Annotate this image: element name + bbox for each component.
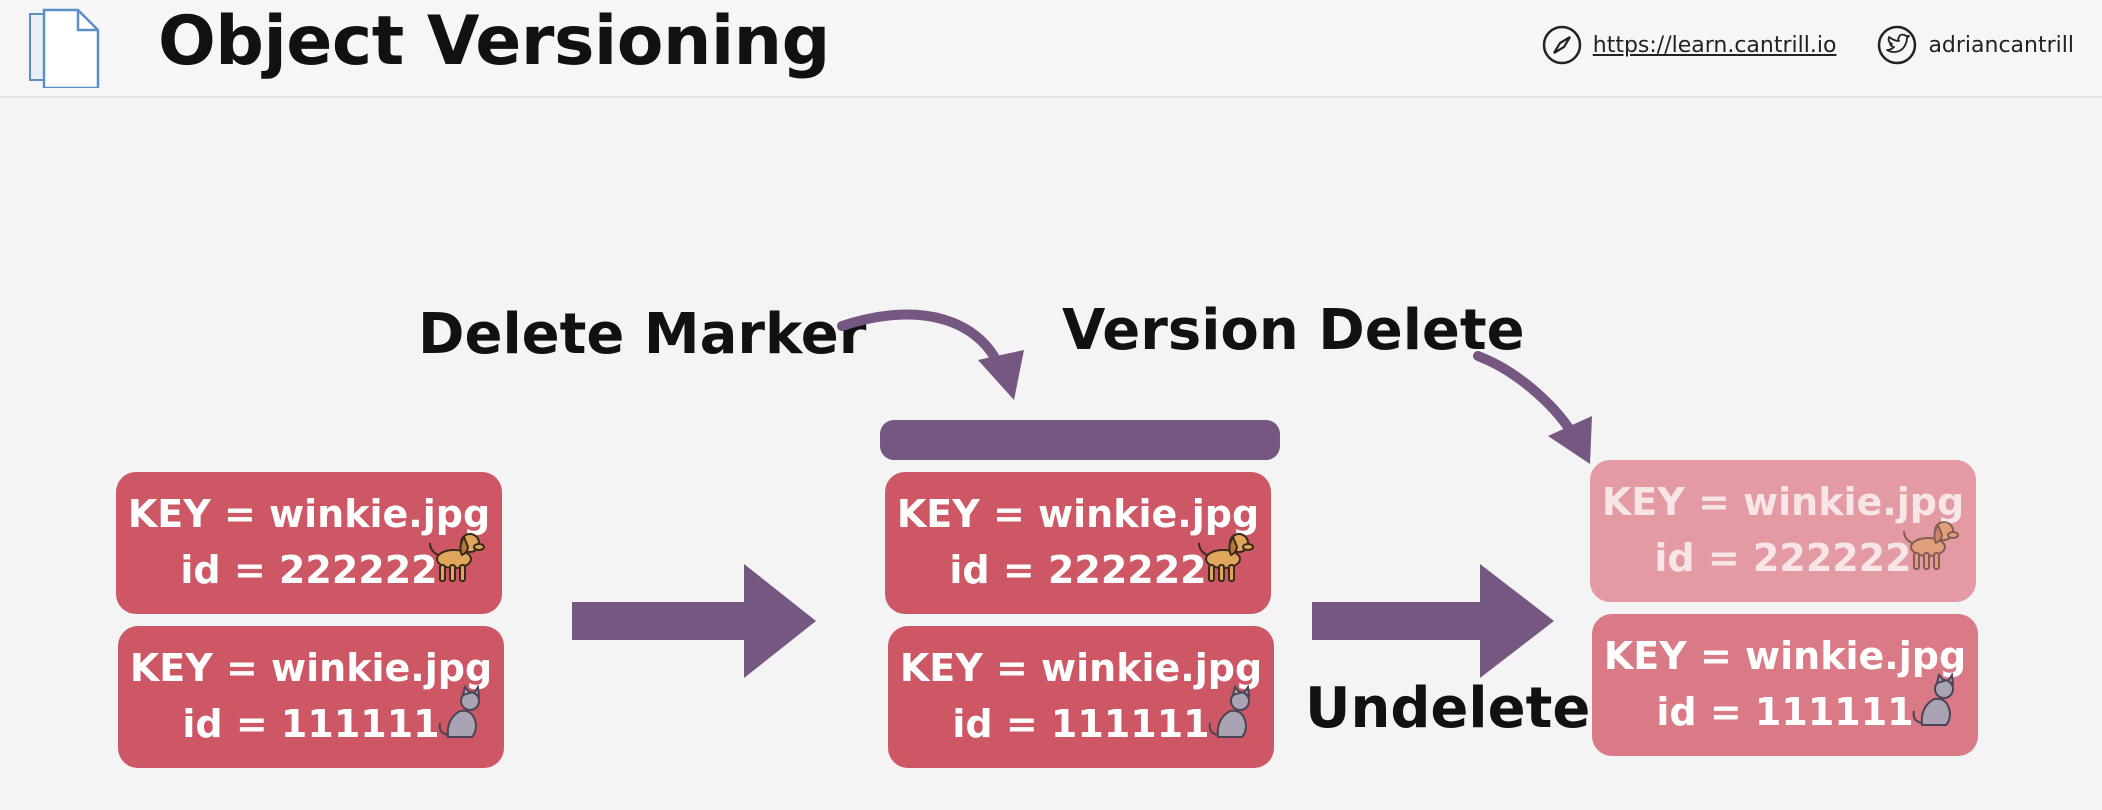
object-id: id = 111111 bbox=[952, 702, 1210, 746]
delete-marker-curve-arrow bbox=[837, 309, 1024, 400]
document-stack-icon bbox=[26, 8, 106, 92]
header-bar: Object Versioning https://learn.cantrill… bbox=[0, 0, 2102, 98]
dog-icon bbox=[1193, 525, 1257, 602]
compass-icon bbox=[1541, 24, 1583, 66]
version-delete-label: Version Delete bbox=[1062, 298, 1525, 363]
object-id: id = 222222 bbox=[1654, 536, 1912, 580]
object-version-111111: KEY = winkie.jpg id = 111111 bbox=[1592, 614, 1978, 756]
twitter-handle: adriancantrill bbox=[1928, 32, 2074, 58]
object-version-222222: KEY = winkie.jpg id = 222222 bbox=[885, 472, 1271, 614]
website-link[interactable]: https://learn.cantrill.io bbox=[1592, 32, 1837, 58]
undelete-label: Undelete bbox=[1305, 676, 1591, 741]
object-key: KEY = winkie.jpg bbox=[896, 492, 1260, 536]
dog-icon bbox=[424, 525, 488, 602]
dog-icon bbox=[1898, 513, 1962, 590]
object-version-222222: KEY = winkie.jpg id = 222222 bbox=[116, 472, 502, 614]
object-version-111111: KEY = winkie.jpg id = 111111 bbox=[118, 626, 504, 768]
header-links: https://learn.cantrill.io adriancantrill bbox=[1541, 24, 2074, 66]
twitter-bird-icon bbox=[1876, 24, 1918, 66]
transition-arrow-1 bbox=[572, 564, 816, 678]
cat-icon bbox=[1204, 684, 1260, 756]
cat-icon bbox=[434, 684, 490, 756]
object-version-111111: KEY = winkie.jpg id = 111111 bbox=[888, 626, 1274, 768]
delete-marker-bar bbox=[880, 420, 1280, 460]
transition-arrow-2 bbox=[1312, 564, 1554, 678]
object-id: id = 111111 bbox=[182, 702, 440, 746]
object-id: id = 222222 bbox=[949, 548, 1207, 592]
object-key: KEY = winkie.jpg bbox=[1601, 480, 1965, 524]
website-link-group: https://learn.cantrill.io bbox=[1541, 24, 1837, 66]
page-title: Object Versioning bbox=[158, 2, 830, 81]
twitter-link-group: adriancantrill bbox=[1876, 24, 2074, 66]
object-key: KEY = winkie.jpg bbox=[899, 646, 1263, 690]
object-version-222222-deleted: KEY = winkie.jpg id = 222222 bbox=[1590, 460, 1976, 602]
version-delete-curve-arrow bbox=[1473, 351, 1592, 464]
delete-marker-label: Delete Marker bbox=[418, 302, 867, 367]
object-key: KEY = winkie.jpg bbox=[129, 646, 493, 690]
object-id: id = 222222 bbox=[180, 548, 438, 592]
cat-icon bbox=[1908, 672, 1964, 744]
object-id: id = 111111 bbox=[1656, 690, 1914, 734]
object-key: KEY = winkie.jpg bbox=[1603, 634, 1967, 678]
object-key: KEY = winkie.jpg bbox=[127, 492, 491, 536]
